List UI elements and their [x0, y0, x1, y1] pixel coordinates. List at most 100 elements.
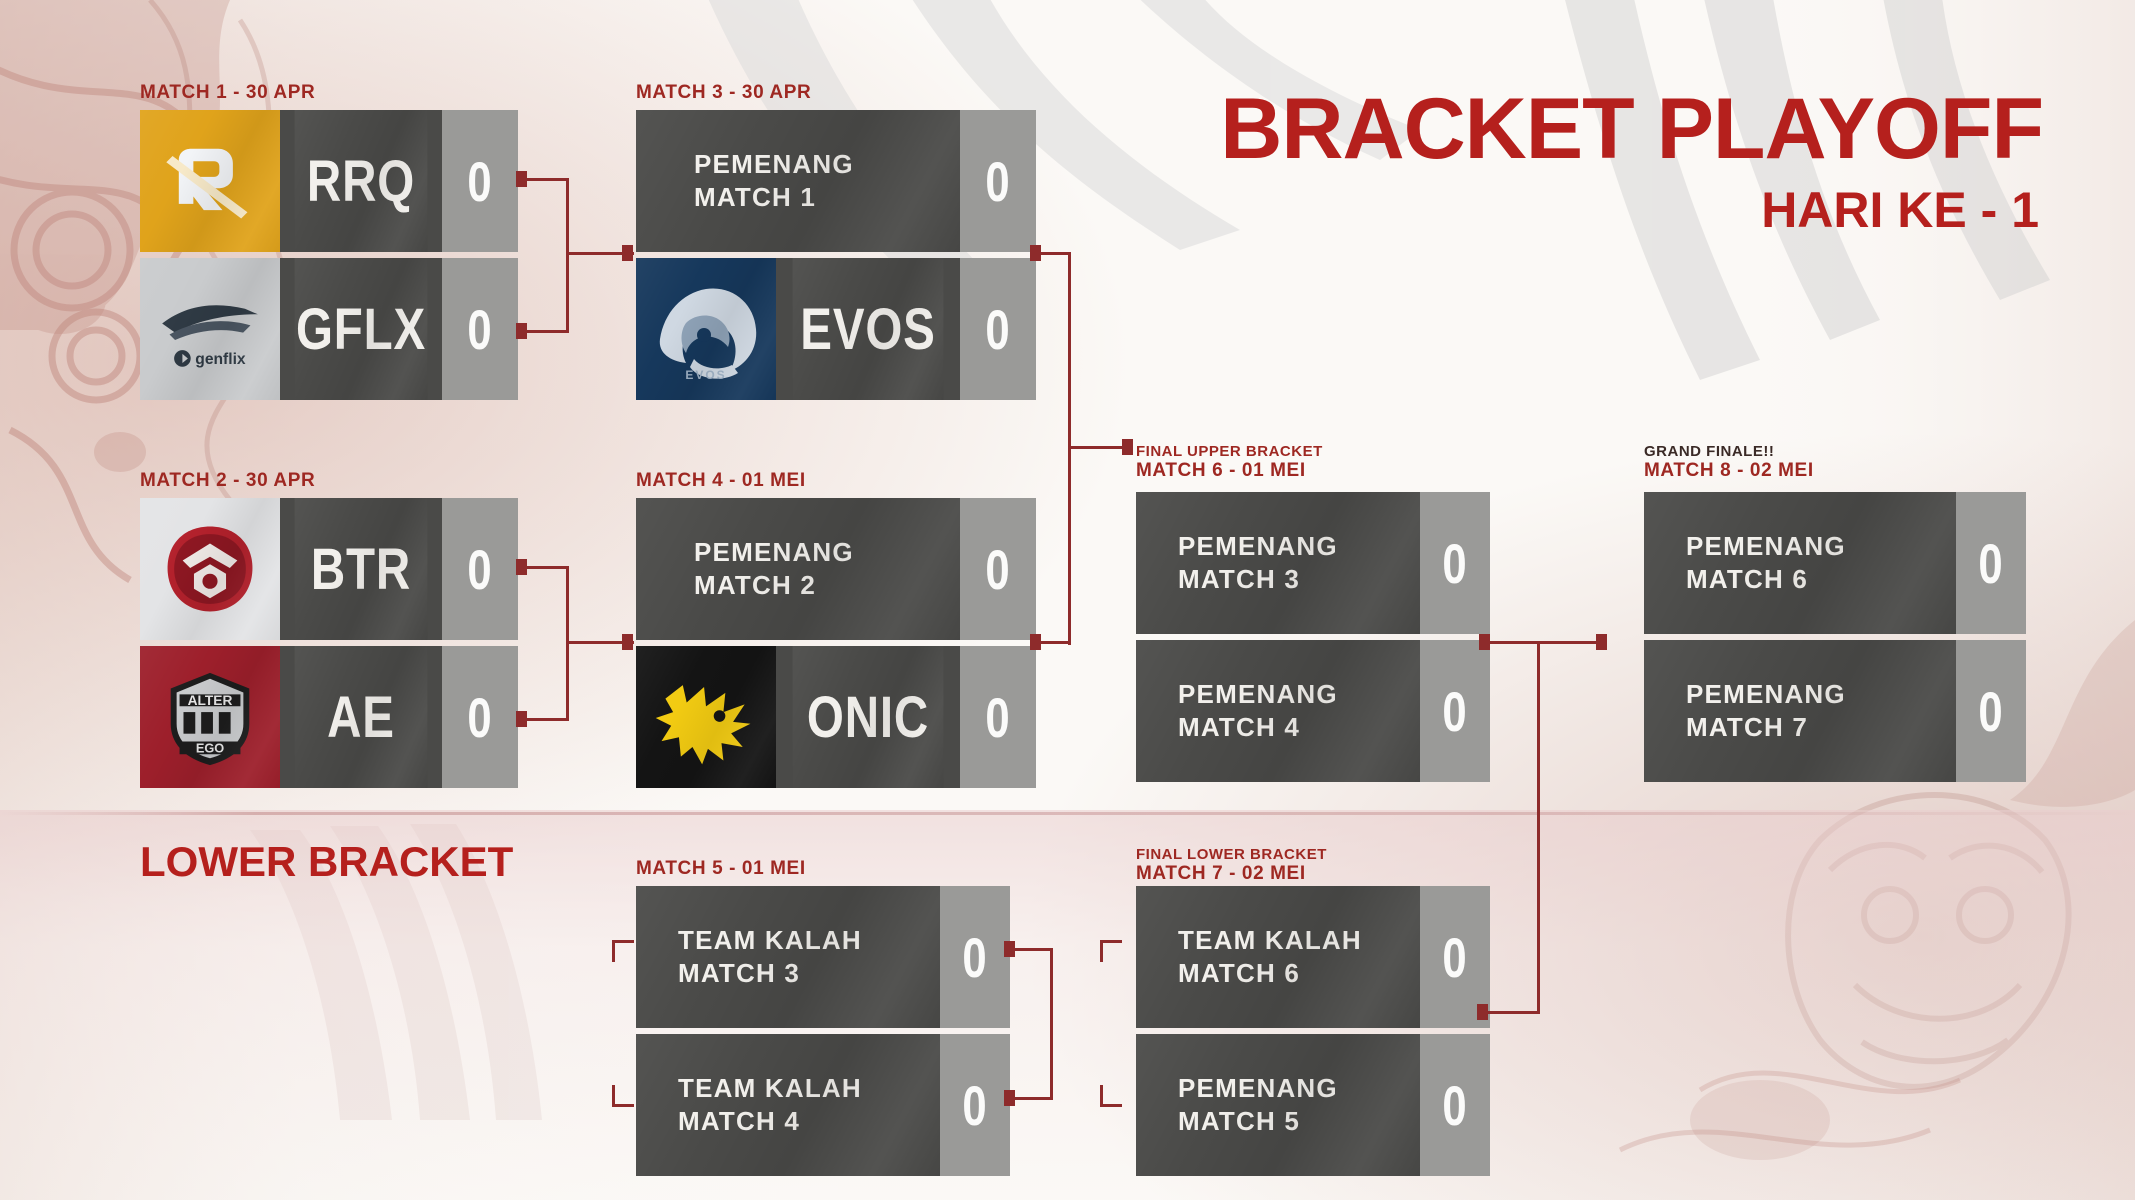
- match-4-team-2-name: ONIC: [792, 646, 944, 788]
- connector-m5-out-b: [1015, 1097, 1053, 1100]
- match-3-score-1[interactable]: 0: [960, 110, 1036, 252]
- match-6-label: FINAL UPPER BRACKET MATCH 6 - 01 MEI: [1136, 443, 1323, 481]
- match-6-slot-2-label: PEMENANG MATCH 4: [1136, 640, 1420, 782]
- match-6-card[interactable]: PEMENANG MATCH 3 0 PEMENANG MATCH 4 0: [1136, 492, 1490, 782]
- match-8-slot-1[interactable]: PEMENANG MATCH 6 0: [1644, 492, 2026, 634]
- nub-m6-out: [1479, 634, 1490, 650]
- match-4-card[interactable]: PEMENANG MATCH 2 0 ONIC 0: [636, 498, 1036, 788]
- connector-m6-out: [1490, 641, 1540, 644]
- connector-m5-top-hook: [612, 940, 615, 962]
- match-1-team-2-name: GFLX: [294, 258, 428, 400]
- nub-m5-top: [1004, 941, 1015, 957]
- match-8-slot-2-label: PEMENANG MATCH 7: [1644, 640, 1956, 782]
- nub-m3-in: [622, 245, 633, 261]
- match-7-slot-1[interactable]: TEAM KALAH MATCH 6 0: [1136, 886, 1490, 1028]
- match-5-slot-2-label: TEAM KALAH MATCH 4: [636, 1034, 940, 1176]
- match-2-card[interactable]: BTR 0 ALTER EGO: [140, 498, 518, 788]
- svg-text:ALTER: ALTER: [188, 693, 233, 708]
- match-3-label: MATCH 3 - 30 APR: [636, 82, 812, 103]
- match-4-slot-1[interactable]: PEMENANG MATCH 2 0: [636, 498, 1036, 640]
- nub-m1-bot: [516, 323, 527, 339]
- onic-logo: [636, 646, 776, 788]
- match-1-label: MATCH 1 - 30 APR: [140, 82, 316, 103]
- match-2-score-2[interactable]: 0: [442, 646, 518, 788]
- match-3-card[interactable]: PEMENANG MATCH 1 0 EVOS EVOS 0: [636, 110, 1036, 400]
- svg-text:EVOS: EVOS: [685, 368, 726, 382]
- nub-m2-top: [516, 559, 527, 575]
- match-2-slot-2[interactable]: ALTER EGO AE 0: [140, 646, 518, 788]
- connector-m7-out: [1488, 1011, 1540, 1014]
- svg-text:genflix: genflix: [195, 351, 246, 368]
- match-6-slot-1[interactable]: PEMENANG MATCH 3 0: [1136, 492, 1490, 634]
- nub-m4-in: [622, 634, 633, 650]
- match-6-score-1[interactable]: 0: [1420, 492, 1490, 634]
- connector-m3-out: [1041, 252, 1071, 255]
- connector-m5-out: [1015, 948, 1053, 951]
- match-2-team-1-name: BTR: [294, 498, 428, 640]
- match-5-card[interactable]: TEAM KALAH MATCH 3 0 TEAM KALAH MATCH 4 …: [636, 886, 1010, 1176]
- match-4-score-2[interactable]: 0: [960, 646, 1036, 788]
- match-7-slot-1-label: TEAM KALAH MATCH 6: [1136, 886, 1420, 1028]
- match-5-score-1[interactable]: 0: [940, 886, 1010, 1028]
- match-4-slot-1-label: PEMENANG MATCH 2: [636, 498, 960, 640]
- connector-m2-top: [527, 566, 569, 569]
- match-6-score-2[interactable]: 0: [1420, 640, 1490, 782]
- lower-bracket-divider: [0, 812, 2135, 815]
- connector-m4-out: [1041, 641, 1071, 644]
- page-title: BRACKET PLAYOFF: [1220, 81, 2044, 177]
- match-6-slot-2[interactable]: PEMENANG MATCH 4 0: [1136, 640, 1490, 782]
- connector-m2-bot: [527, 718, 569, 721]
- match-2-slot-1[interactable]: BTR 0: [140, 498, 518, 640]
- match-8-score-2[interactable]: 0: [1956, 640, 2026, 782]
- match-3-slot-1[interactable]: PEMENANG MATCH 1 0: [636, 110, 1036, 252]
- match-3-team-2-name: EVOS: [792, 258, 944, 400]
- connector-m7-top-hook: [1100, 940, 1103, 962]
- match-1-card[interactable]: RRQ 0 genflix GFLX 0: [140, 110, 518, 400]
- nub-m8-in-a: [1596, 634, 1607, 650]
- match-1-score-2[interactable]: 0: [442, 258, 518, 400]
- rrq-logo: [140, 110, 280, 252]
- connector-m5-bot: [612, 1104, 634, 1107]
- match-7-slot-2[interactable]: PEMENANG MATCH 5 0: [1136, 1034, 1490, 1176]
- match-8-slot-1-label: PEMENANG MATCH 6: [1644, 492, 1956, 634]
- match-8-slot-2[interactable]: PEMENANG MATCH 7 0: [1644, 640, 2026, 782]
- match-5-slot-1[interactable]: TEAM KALAH MATCH 3 0: [636, 886, 1010, 1028]
- match-7-slot-2-label: PEMENANG MATCH 5: [1136, 1034, 1420, 1176]
- match-1-score-1[interactable]: 0: [442, 110, 518, 252]
- match-4-slot-2[interactable]: ONIC 0: [636, 646, 1036, 788]
- connector-m68-vert: [1537, 641, 1540, 1013]
- match-2-label: MATCH 2 - 30 APR: [140, 470, 316, 491]
- alter-ego-logo: ALTER EGO: [140, 646, 280, 788]
- match-5-slot-1-label: TEAM KALAH MATCH 3: [636, 886, 940, 1028]
- match-1-slot-1[interactable]: RRQ 0: [140, 110, 518, 252]
- connector-m7-top: [1100, 940, 1122, 943]
- genflix-logo: genflix: [140, 258, 280, 400]
- page-subtitle: HARI KE - 1: [1761, 182, 2039, 238]
- nub-m1-top: [516, 171, 527, 187]
- match-8-card[interactable]: PEMENANG MATCH 6 0 PEMENANG MATCH 7 0: [1644, 492, 2026, 782]
- match-7-label: FINAL LOWER BRACKET MATCH 7 - 02 MEI: [1136, 846, 1327, 884]
- evos-logo: EVOS: [636, 258, 776, 400]
- nub-m5-bot: [1004, 1090, 1015, 1106]
- connector-m7-bot: [1100, 1104, 1122, 1107]
- connector-m1-bot: [527, 330, 569, 333]
- nub-m2-bot: [516, 711, 527, 727]
- match-7-score-2[interactable]: 0: [1420, 1034, 1490, 1176]
- nub-m6-in: [1122, 439, 1133, 455]
- match-2-score-1[interactable]: 0: [442, 498, 518, 640]
- connector-m5-vert: [1050, 948, 1053, 1100]
- match-7-card[interactable]: TEAM KALAH MATCH 6 0 PEMENANG MATCH 5 0: [1136, 886, 1490, 1176]
- match-3-slot-2[interactable]: EVOS EVOS 0: [636, 258, 1036, 400]
- nub-m4-out: [1030, 634, 1041, 650]
- connector-m1-vert: [566, 178, 569, 333]
- match-5-score-2[interactable]: 0: [940, 1034, 1010, 1176]
- match-4-score-1[interactable]: 0: [960, 498, 1036, 640]
- nub-m3-out: [1030, 245, 1041, 261]
- match-3-score-2[interactable]: 0: [960, 258, 1036, 400]
- connector-m1-top: [527, 178, 569, 181]
- bigetron-logo: [140, 498, 280, 640]
- match-8-score-1[interactable]: 0: [1956, 492, 2026, 634]
- nub-m7-out: [1477, 1004, 1488, 1020]
- match-1-slot-2[interactable]: genflix GFLX 0: [140, 258, 518, 400]
- match-5-slot-2[interactable]: TEAM KALAH MATCH 4 0: [636, 1034, 1010, 1176]
